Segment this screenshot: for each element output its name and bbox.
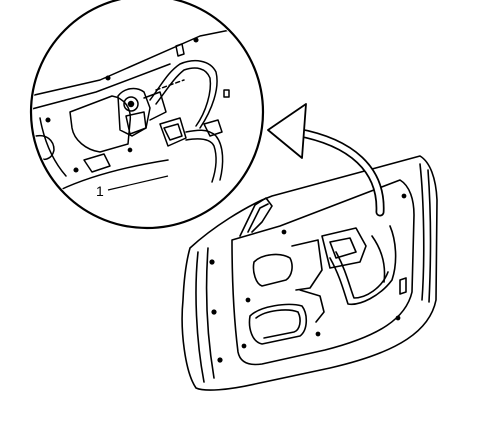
window-motor-hub [123, 96, 139, 112]
door-front-edge [195, 251, 205, 383]
detail-access-hole [69, 95, 132, 153]
regulator-module-detail [329, 237, 357, 259]
detail-dashed-line [155, 79, 185, 91]
regulator-module [321, 227, 367, 269]
arrow-shaft-inner [293, 129, 383, 215]
door-front-edge-inner [205, 247, 215, 379]
door-rear-edge-inner [427, 169, 432, 303]
harness-lower-branch [185, 129, 224, 181]
detail-view-circle [29, 0, 265, 230]
door-harness-2 [335, 251, 389, 299]
window-motor-housing [117, 87, 151, 137]
upper-access-hole [252, 253, 293, 287]
detail-arrow [267, 103, 385, 217]
motor-bracket [143, 91, 167, 121]
detail-harness [149, 59, 218, 129]
door-lock-rod [299, 289, 325, 323]
door-harness [329, 225, 397, 305]
detail-bracket-bottom [83, 153, 111, 173]
window-frame-inner [247, 203, 269, 233]
detail-panel-left [39, 117, 67, 177]
latch-slot [399, 277, 407, 295]
detail-panel-lower [59, 159, 169, 191]
lower-access-hole-rim [255, 309, 301, 339]
door-rear-channel [371, 235, 386, 283]
detail-panel-top-edge-2 [33, 63, 171, 111]
electrical-connector-detail [163, 123, 183, 141]
door-rear-edge [419, 163, 425, 301]
door-assembly [181, 155, 438, 391]
electrical-connector [159, 117, 187, 147]
window-frame [239, 197, 273, 237]
window-motor-body [125, 111, 147, 135]
detail-view-contents [33, 27, 241, 191]
door-module-bracket [291, 239, 323, 291]
harness-lower-branch-2 [185, 138, 217, 183]
detail-panel-top-edge [33, 27, 241, 97]
harness-clip [203, 119, 223, 137]
detail-upper-clips [175, 43, 185, 57]
callout-1-label: 1 [96, 183, 104, 199]
lower-access-hole [248, 303, 308, 345]
callout-1-leader [107, 175, 169, 191]
arrow-head [267, 103, 307, 159]
door-inner-panel [231, 179, 415, 366]
